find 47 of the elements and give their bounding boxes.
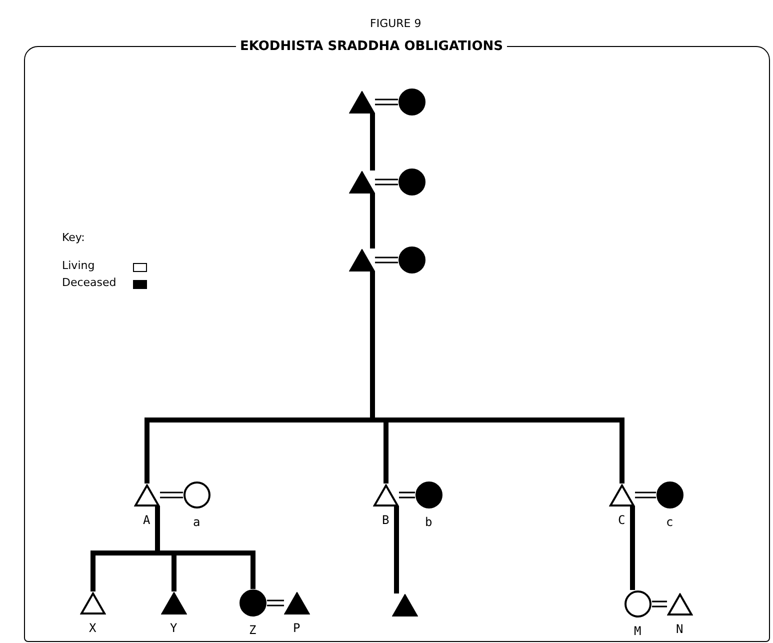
female-circle (398, 88, 426, 116)
person-letter: Y (170, 622, 178, 634)
female-circle (415, 481, 443, 509)
female-circle (398, 246, 426, 274)
male-triangle (284, 592, 310, 614)
male-triangle (349, 170, 375, 194)
marriage-line (375, 98, 398, 100)
male-triangle (349, 248, 375, 272)
marriage-line (635, 492, 656, 494)
descent-line (370, 194, 375, 248)
marriage-line (652, 600, 667, 602)
descent-line (394, 506, 399, 594)
person-letter: A (143, 514, 150, 526)
marriage-line (399, 492, 415, 494)
descent-line (370, 114, 375, 170)
legend-label: Living (62, 258, 95, 274)
male-triangle (609, 484, 635, 506)
person-letter: C (618, 514, 626, 526)
male-triangle (349, 90, 375, 114)
marriage-line (375, 256, 398, 258)
person-letter: a (193, 516, 200, 528)
figure-number: FIGURE 9 (370, 16, 422, 32)
marriage-line (267, 600, 284, 602)
person-letter: Z (249, 624, 256, 636)
person-letter: b (425, 516, 432, 528)
marriage-line (375, 178, 398, 180)
person-letter: c (666, 516, 674, 528)
male-triangle (373, 484, 399, 506)
female-circle (183, 481, 211, 509)
male-triangle (392, 594, 418, 616)
male-triangle (134, 484, 160, 506)
person-letter: P (293, 622, 300, 634)
female-circle (239, 589, 267, 617)
key-heading: Key: (62, 230, 85, 246)
female-circle (624, 590, 652, 618)
female-circle (398, 168, 426, 196)
male-triangle (161, 592, 187, 614)
male-triangle (80, 592, 106, 614)
male-triangle (667, 592, 693, 616)
legend-label: Deceased (62, 275, 116, 291)
person-letter: N (676, 622, 684, 634)
female-circle (656, 481, 684, 509)
marriage-line (160, 492, 183, 494)
person-letter: X (89, 622, 96, 634)
descent-line (630, 506, 635, 590)
person-letter: B (382, 514, 390, 526)
person-letter: M (634, 625, 642, 637)
